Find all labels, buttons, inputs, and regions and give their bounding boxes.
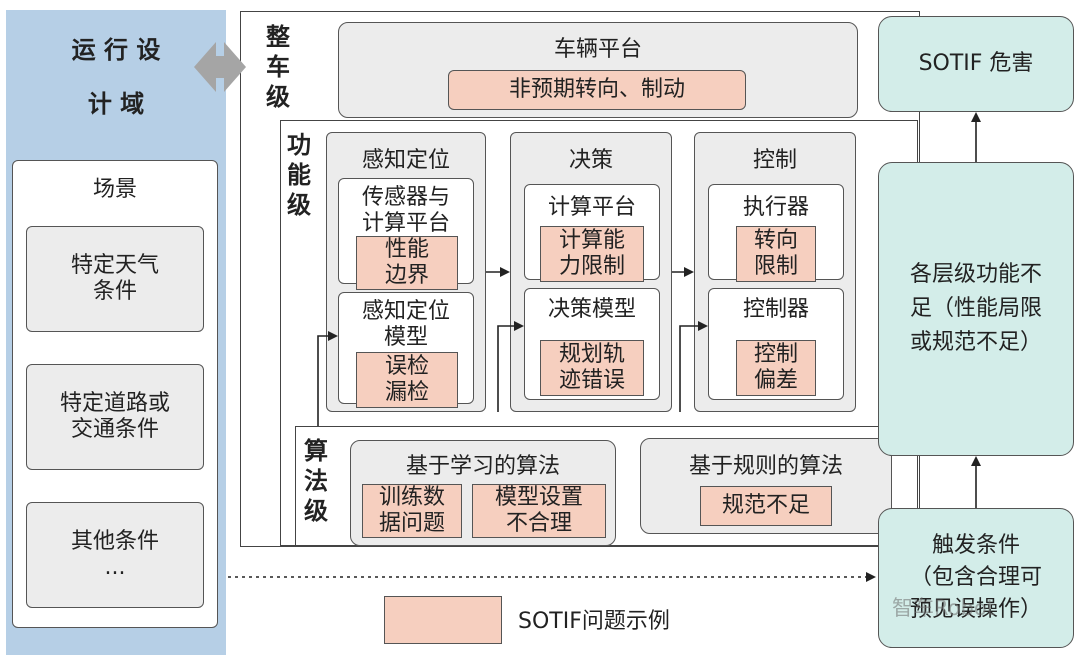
function-level-label: 功 能 级 xyxy=(287,130,317,220)
vehicle-platform-title: 车辆平台 xyxy=(553,36,642,62)
perception-model-label: 感知定位 模型 xyxy=(361,299,450,351)
algorithm-level-char2: 法 xyxy=(304,467,328,495)
insufficiency-box: 各层级功能不 足（性能局限 或规范不足） xyxy=(878,162,1074,456)
control-title: 控制 xyxy=(752,147,797,173)
vehicle-platform-issue: 非预期转向、制动 xyxy=(448,70,746,110)
rule-algorithm-title: 基于规则的算法 xyxy=(688,453,843,479)
decision-model-label: 决策模型 xyxy=(547,297,636,322)
arrow-into-controller xyxy=(679,321,708,412)
decision-issue-trajectory: 规划轨 迹错误 xyxy=(540,340,644,396)
learning-issue-data: 训练数 据问题 xyxy=(362,484,462,538)
rule-issue-spec: 规范不足 xyxy=(700,486,832,526)
legend-label: SOTIF问题示例 xyxy=(518,609,670,634)
function-level-char3: 级 xyxy=(287,191,311,219)
perception-issue-boundary: 性能 边界 xyxy=(356,236,458,290)
legend-swatch xyxy=(384,596,502,644)
control-controller-label: 控制器 xyxy=(742,297,809,322)
algorithm-level-char1: 算 xyxy=(304,437,328,465)
scene-item-other: 其他条件 ... xyxy=(26,502,204,608)
sotif-hazard-box: SOTIF 危害 xyxy=(878,16,1074,112)
vehicle-level-char1: 整 xyxy=(266,23,290,51)
function-level-char2: 能 xyxy=(287,161,311,189)
control-issue-deviation: 控制 偏差 xyxy=(736,340,816,396)
perception-sensor-label: 传感器与 计算平台 xyxy=(361,185,450,237)
vehicle-level-label: 整 车 级 xyxy=(266,22,296,112)
perception-issue-misdetect: 误检 漏检 xyxy=(356,352,458,408)
scene-label: 场景 xyxy=(92,176,137,202)
odd-title-line2: 计 域 xyxy=(87,89,145,118)
scene-item-weather: 特定天气 条件 xyxy=(26,226,204,332)
algorithm-level-char3: 级 xyxy=(304,497,328,525)
arrow-into-perception-model xyxy=(317,331,338,426)
decision-compute-label: 计算平台 xyxy=(547,195,636,220)
perception-model-box: 感知定位 模型 xyxy=(338,292,474,404)
odd-title-line1: 运 行 设 xyxy=(71,35,161,64)
learning-issue-model: 模型设置 不合理 xyxy=(472,484,606,538)
decision-issue-compute: 计算能 力限制 xyxy=(540,226,644,282)
arrow-into-decision-model xyxy=(497,321,524,412)
trigger-condition-box: 触发条件 （包含合理可 预见误操作） xyxy=(878,508,1074,648)
function-level-char1: 功 xyxy=(287,131,311,159)
control-actuator-label: 执行器 xyxy=(742,195,809,220)
vehicle-level-char3: 级 xyxy=(266,83,290,111)
decision-title: 决策 xyxy=(568,147,613,173)
control-issue-steering: 转向 限制 xyxy=(736,226,816,282)
algorithm-level-label: 算 法 级 xyxy=(304,436,334,526)
vehicle-level-char2: 车 xyxy=(266,53,290,81)
watermark-text: 智车Robot xyxy=(892,596,995,620)
learning-algorithm-title: 基于学习的算法 xyxy=(405,453,560,479)
scene-item-road: 特定道路或 交通条件 xyxy=(26,364,204,470)
odd-vehicle-double-arrow xyxy=(194,42,246,92)
perception-title: 感知定位 xyxy=(361,147,450,173)
